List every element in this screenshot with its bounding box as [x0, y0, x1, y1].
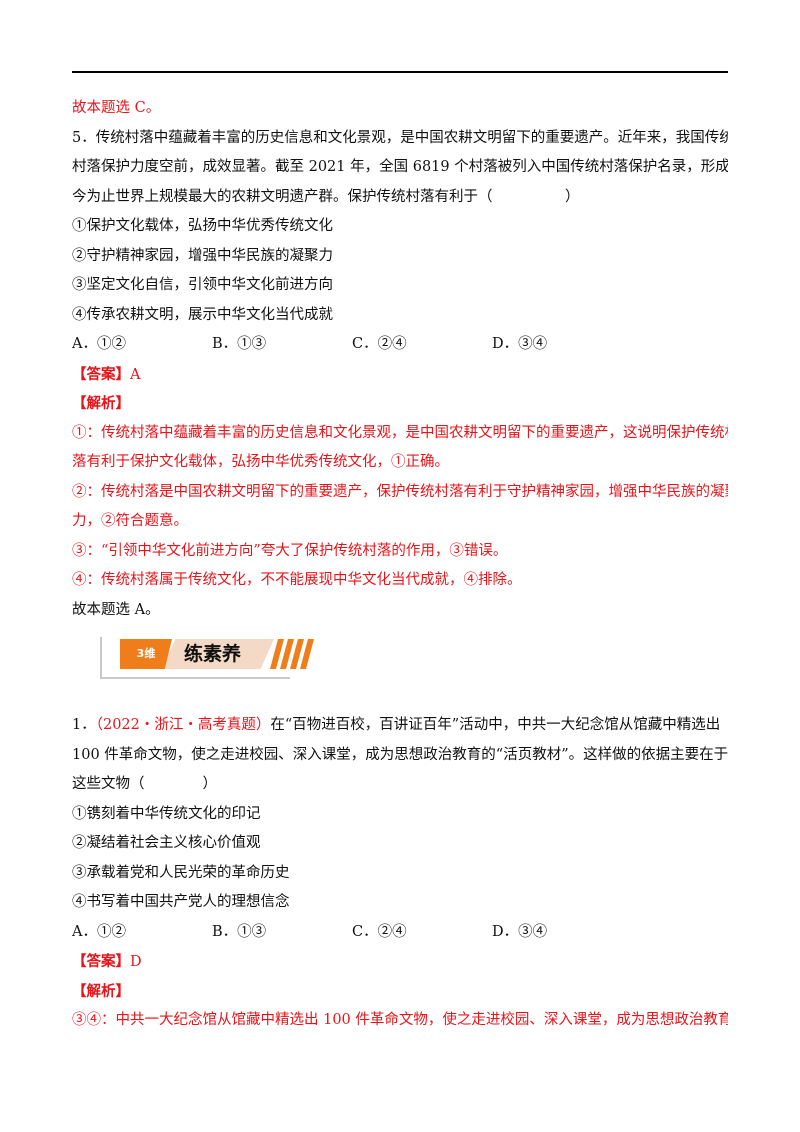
answer-tag: 【答案】 [72, 365, 130, 383]
q1-statement: ④书写着中国共产党人的理想信念 [72, 894, 290, 910]
q5-statement: ①保护文化载体，弘扬中华优秀传统文化 [72, 218, 333, 234]
q1-option-d: D．③④ [492, 923, 548, 940]
answer-value: D [130, 954, 142, 970]
q1-stem-line: 这些文物（ ） [72, 776, 217, 792]
q1-analysis-heading: 【解析】 [72, 977, 728, 1007]
q5-stem-line: 5．传统村落中蕴藏着丰富的历史信息和文化景观，是中国农耕文明留下的重要遗产。近年… [72, 129, 728, 146]
q5-answer: 【答案】A [72, 360, 728, 390]
answer-value: A [130, 366, 141, 383]
q5-analysis-line: ④：传统村落属于传统文化，不不能展现中华文化当代成就，④排除。 [72, 572, 522, 588]
section-banner: 3维 练素养 [72, 631, 728, 697]
q1-options: A．①② B．①③ C．②④ D．③④ [72, 918, 728, 948]
q5-analysis-line: 落有利于保护文化载体，弘扬中华优秀传统文化，①正确。 [72, 454, 449, 470]
banner-underline [100, 677, 290, 679]
banner-title: 练素养 [184, 643, 242, 665]
q1-source: （2022・浙江・高考真题） [95, 717, 271, 733]
banner-badge: 3维 [120, 639, 172, 669]
q1-number: 1． [72, 717, 96, 733]
q1-statement: ①镌刻着中华传统文化的印记 [72, 805, 261, 822]
banner-bracket [100, 637, 102, 679]
q1-option-a: A．①② [72, 923, 126, 940]
q1-statement: ③承载着党和人民光荣的革命历史 [72, 864, 290, 881]
q1-stem-line: 1．（2022・浙江・高考真题）在“百物进百校，百讲证百年”活动中，中共一大纪念… [72, 711, 728, 741]
q1-answer: 【答案】D [72, 947, 728, 977]
q5-analysis-line: 力，②符合题意。 [72, 513, 188, 529]
q5-analysis-heading: 【解析】 [72, 389, 728, 419]
q5-option-d: D．③④ [492, 336, 548, 352]
q5-stem-line: 今为止世界上规模最大的农耕文明遗产群。保护传统村落有利于（ ） [72, 188, 580, 205]
q5-analysis-line: ①：传统村落中蕴藏着丰富的历史信息和文化景观，是中国农耕文明留下的重要遗产，这说… [72, 424, 728, 441]
q5-options: A．①② B．①③ C．②④ D．③④ [72, 330, 728, 360]
q1-analysis-line: ③④：中共一大纪念馆从馆藏中精选出 100 件革命文物，使之走进校园、深入课堂，… [72, 1012, 728, 1028]
q5-statement: ②守护精神家园，增强中华民族的凝聚力 [72, 247, 333, 264]
q5-analysis-line: ③：“引领中华文化前进方向”夸大了保护传统村落的作用，③错误。 [72, 542, 508, 559]
q1-stem-line: 100 件革命文物，使之走进校园、深入课堂，成为思想政治教育的“活页教材”。这样… [72, 746, 728, 763]
q5-stem-line: 村落保护力度空前，成效显著。截至 2021 年，全国 6819 个村落被列入中国… [72, 159, 728, 175]
q5-option-c: C．②④ [352, 336, 407, 352]
q5-conclusion: 故本题选 A。 [72, 601, 160, 618]
q1-option-b: B．①③ [212, 923, 267, 940]
banner-title-background [162, 639, 274, 669]
q1-option-c: C．②④ [352, 923, 407, 940]
analysis-tag: 【解析】 [72, 982, 130, 1000]
prev-conclusion: 故本题选 C。 [72, 100, 161, 116]
q5-statement: ③坚定文化自信，引领中华文化前进方向 [72, 277, 333, 293]
header-rule [72, 71, 728, 73]
analysis-tag: 【解析】 [72, 395, 130, 412]
banner-stripes-icon [270, 639, 314, 669]
q1-stem-first: 在“百物进百校，百讲证百年”活动中，中共一大纪念馆从馆藏中精选出 [270, 717, 721, 733]
q5-analysis-line: ②：传统村落是中国农耕文明留下的重要遗产，保护传统村落有利于守护精神家园，增强中… [72, 483, 728, 500]
q5-option-b: B．①③ [212, 336, 267, 352]
page-content: 故本题选 C。 5．传统村落中蕴藏着丰富的历史信息和文化景观，是中国农耕文明留下… [72, 94, 728, 1036]
q5-option-a: A．①② [72, 336, 126, 352]
q5-statement: ④传承农耕文明，展示中华文化当代成就 [72, 306, 333, 323]
q1-statement: ②凝结着社会主义核心价值观 [72, 835, 261, 851]
answer-tag: 【答案】 [72, 953, 130, 970]
